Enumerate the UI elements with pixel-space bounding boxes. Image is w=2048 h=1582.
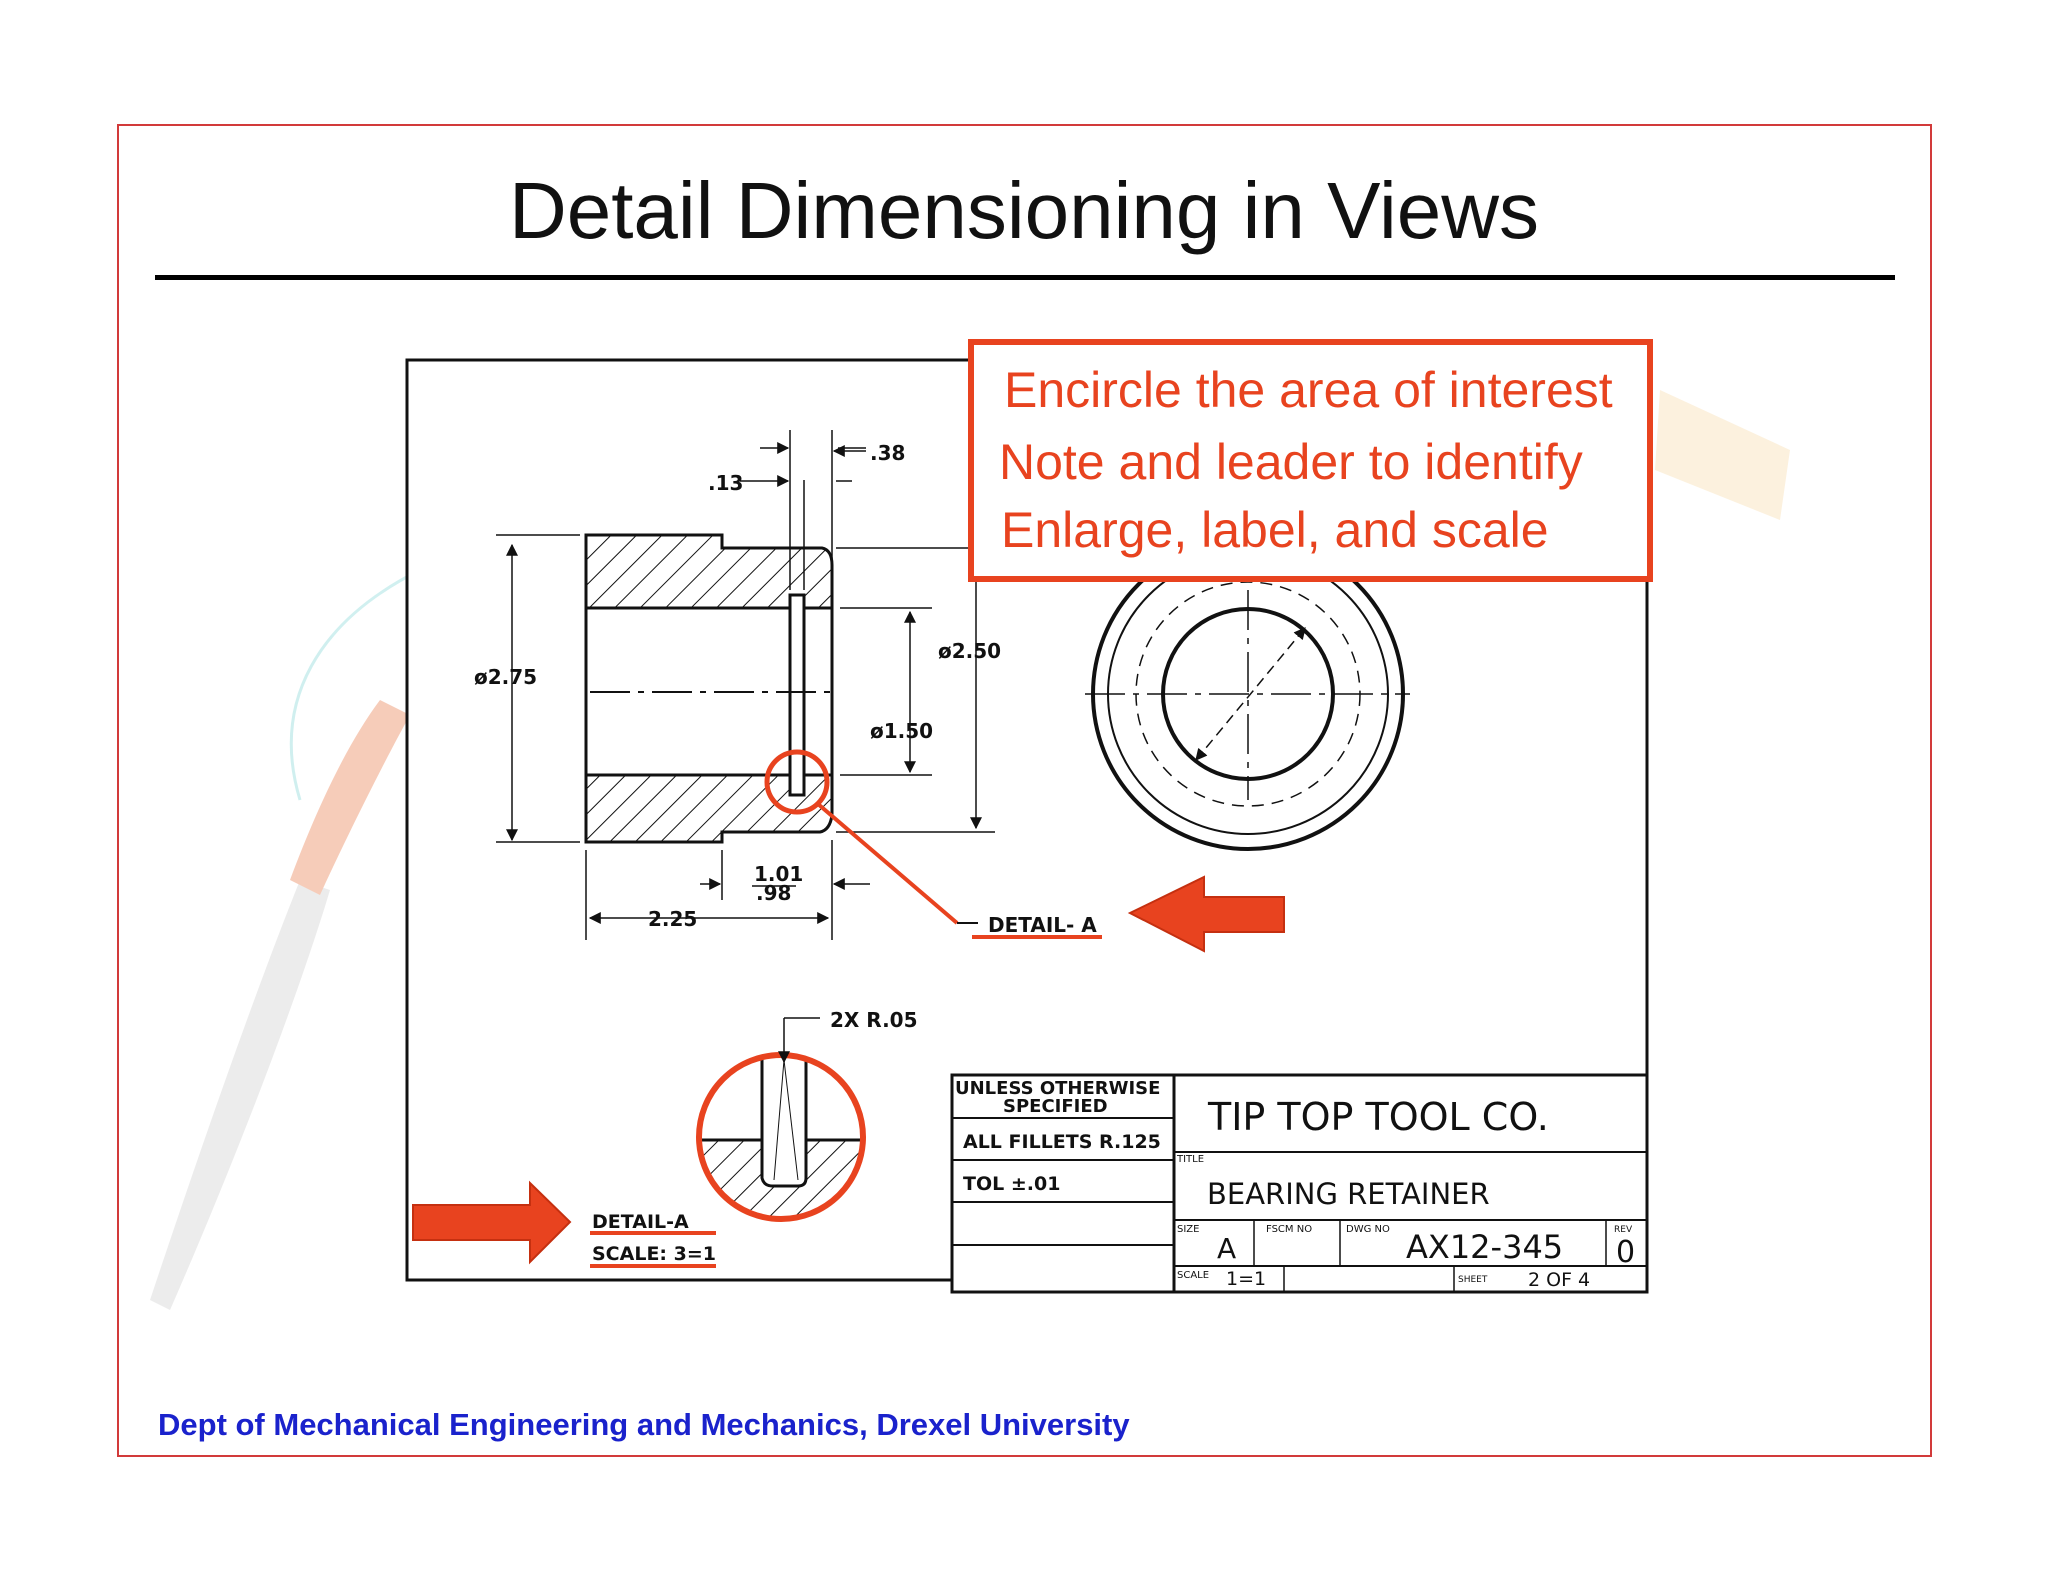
sheet-value: 2 OF 4: [1528, 1269, 1590, 1291]
callout-line-1: Encircle the area of interest: [1004, 362, 1613, 418]
part-title: BEARING RETAINER: [1207, 1177, 1490, 1211]
title-rule: [155, 275, 1895, 280]
dim-101: 1.01: [754, 862, 803, 886]
footer-credit: Dept of Mechanical Engineering and Mecha…: [158, 1407, 1130, 1442]
fscm-caption: FSCM NO: [1266, 1224, 1312, 1235]
sheet-caption: SHEET: [1458, 1275, 1488, 1285]
callout-box: Encircle the area of interest Note and l…: [968, 339, 1653, 582]
tolerance-note: TOL ±.01: [963, 1173, 1060, 1195]
detail-leader: [816, 802, 959, 925]
slide-title: Detail Dimensioning in Views: [508, 166, 1540, 255]
slide-frame: [117, 124, 1932, 1457]
background-decoration: [150, 390, 1790, 1310]
dim-dia-275: ø2.75: [474, 665, 537, 689]
fillet-note: 2X R.05: [830, 1008, 918, 1032]
dim-dia-250: ø2.50: [938, 639, 1001, 663]
dim-225: 2.25: [648, 907, 697, 931]
callout-line-3: Enlarge, label, and scale: [1001, 502, 1549, 558]
scale-value: 1=1: [1226, 1268, 1266, 1290]
company-name: TIP TOP TOOL CO.: [1207, 1095, 1549, 1139]
dim-038: .38: [870, 441, 905, 465]
fillets-note: ALL FILLETS R.125: [963, 1131, 1161, 1153]
rev-value: 0: [1616, 1235, 1635, 1270]
callout-line-2: Note and leader to identify: [999, 434, 1583, 490]
dim-013: .13: [708, 471, 743, 495]
rev-caption: REV: [1614, 1225, 1633, 1235]
detail-label: DETAIL- A: [988, 913, 1097, 937]
dim-dia-150: ø1.50: [870, 719, 933, 743]
size-value: A: [1217, 1232, 1236, 1265]
detail-circle: [764, 749, 830, 815]
detail-scale-arrow: [412, 1180, 572, 1265]
detail-pointer-arrow: [1127, 875, 1285, 953]
title-block: UNLESS OTHERWISE SPECIFIED ALL FILLETS R…: [950, 1073, 1649, 1294]
size-caption: SIZE: [1177, 1224, 1199, 1235]
dwg-number: AX12-345: [1406, 1228, 1563, 1266]
notes-heading-2: SPECIFIED: [1003, 1096, 1108, 1117]
section-view: .38 .13 ø2.75 ø2.50 ø1.50 1.01 .98 2.25 …: [474, 430, 1285, 953]
dwg-caption: DWG NO: [1346, 1224, 1390, 1235]
notes-heading-1: UNLESS OTHERWISE: [955, 1078, 1160, 1099]
dim-098: .98: [756, 881, 791, 905]
scale-caption: SCALE: [1177, 1270, 1209, 1281]
detail-scale: SCALE: 3=1: [592, 1243, 716, 1265]
detail-view-label: DETAIL-A: [592, 1211, 689, 1233]
title-caption: TITLE: [1176, 1154, 1204, 1165]
